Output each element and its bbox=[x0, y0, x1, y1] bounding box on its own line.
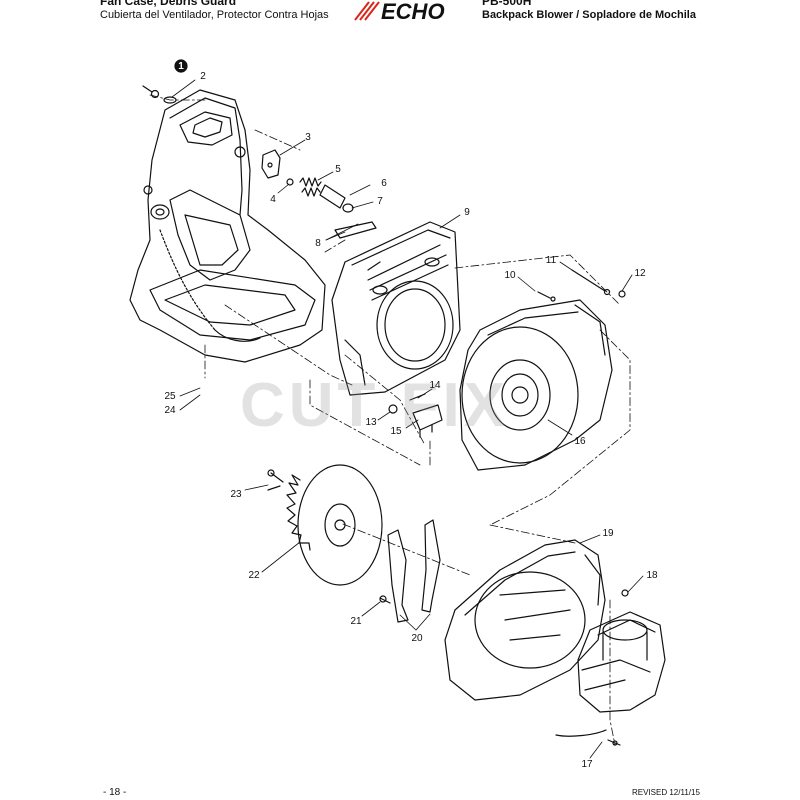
callout-15: 15 bbox=[390, 426, 402, 437]
bolt-10 bbox=[537, 291, 556, 302]
bolt-21 bbox=[379, 595, 391, 604]
engine-assembly bbox=[577, 611, 666, 713]
callout-4: 4 bbox=[270, 194, 276, 205]
bracket-20a bbox=[387, 529, 409, 623]
callout-23: 23 bbox=[230, 489, 242, 500]
callout-badge-1 bbox=[174, 59, 188, 73]
callout-11: 11 bbox=[545, 255, 557, 266]
echo-logo: ECHO bbox=[354, 0, 445, 22]
bolt-23 bbox=[267, 469, 284, 491]
bolt-13 bbox=[388, 404, 398, 414]
assembly-lines bbox=[149, 94, 631, 746]
fan-case-19 bbox=[444, 539, 606, 701]
backpack-frame bbox=[129, 89, 326, 363]
callout-22: 22 bbox=[248, 570, 260, 581]
callout-9: 9 bbox=[464, 207, 470, 218]
page-header: Fan Case, Debris Guard Cubierta del Vent… bbox=[0, 0, 800, 28]
callout-8: 8 bbox=[315, 238, 321, 249]
callout-12: 12 bbox=[634, 268, 646, 279]
callout-16: 16 bbox=[574, 436, 586, 447]
section-title: Fan Case, Debris Guard bbox=[100, 0, 237, 8]
callout-21: 21 bbox=[350, 616, 362, 627]
clip-7 bbox=[342, 203, 354, 213]
fan-22 bbox=[286, 464, 383, 586]
washer-12 bbox=[618, 290, 626, 298]
callout-17: 17 bbox=[581, 759, 593, 770]
revision-date: REVISED 12/11/15 bbox=[632, 788, 700, 797]
callout-2: 2 bbox=[200, 71, 206, 82]
callout-25: 25 bbox=[164, 391, 176, 402]
model-subtitle: Backpack Blower / Sopladore de Mochila bbox=[482, 9, 696, 21]
callout-20: 20 bbox=[411, 633, 423, 644]
watermark-text: CUT FIX bbox=[240, 371, 510, 440]
callout-3: 3 bbox=[305, 132, 311, 143]
callout-19: 19 bbox=[602, 528, 614, 539]
section-subtitle: Cubierta del Ventilador, Protector Contr… bbox=[100, 9, 329, 21]
callout-13: 13 bbox=[365, 417, 377, 428]
screw-18 bbox=[621, 589, 629, 597]
brand-wordmark: ECHO bbox=[381, 0, 445, 22]
logo-stripes bbox=[354, 1, 380, 21]
callout-6: 6 bbox=[381, 178, 387, 189]
screw-4 bbox=[286, 178, 294, 186]
bracket-6 bbox=[319, 184, 346, 209]
page-number: - 18 - bbox=[103, 787, 127, 798]
leader-lines bbox=[171, 79, 644, 759]
callout-14: 14 bbox=[429, 380, 441, 391]
cable-tie-17 bbox=[555, 729, 621, 746]
callout-7: 7 bbox=[377, 196, 383, 207]
model-title: PB-500H bbox=[482, 0, 532, 8]
callout-24: 24 bbox=[164, 405, 176, 416]
debris-guard-9 bbox=[331, 221, 461, 396]
bracket-20b bbox=[421, 519, 441, 613]
latch-3 bbox=[261, 149, 281, 179]
screw-1 bbox=[142, 85, 160, 99]
callout-18: 18 bbox=[646, 570, 658, 581]
callout-1: 1 bbox=[178, 61, 184, 72]
callout-5: 5 bbox=[335, 164, 341, 175]
strap-8 bbox=[334, 221, 377, 239]
spring-5 bbox=[299, 177, 322, 197]
callout-10: 10 bbox=[504, 270, 516, 281]
fan-case-16 bbox=[459, 299, 613, 471]
bolt-11 bbox=[571, 269, 611, 296]
